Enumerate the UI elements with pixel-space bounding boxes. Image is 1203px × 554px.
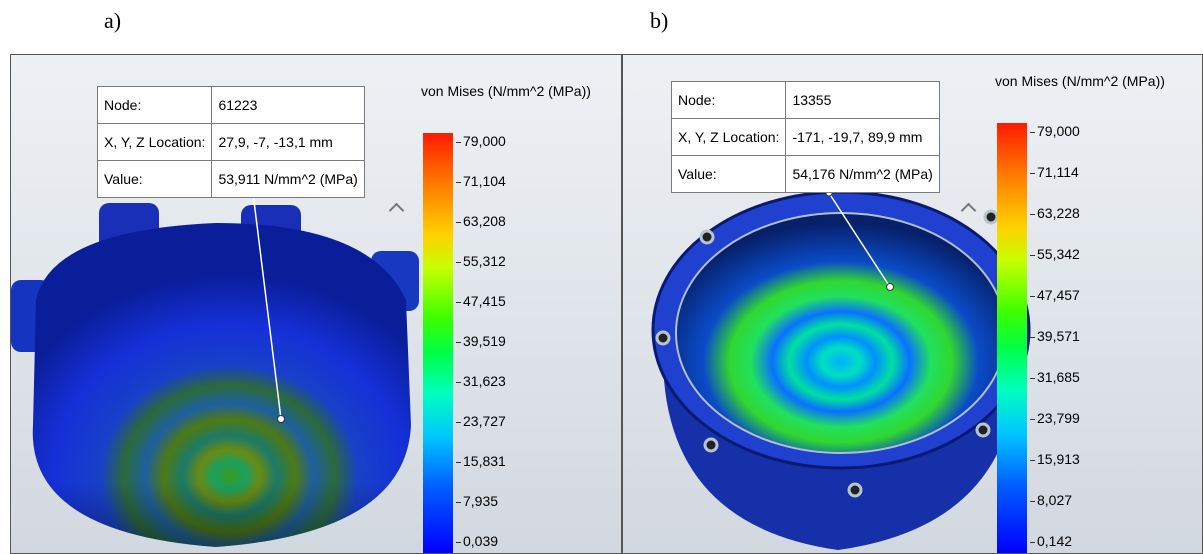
color-scale-tick-label: 47,457 [1030,287,1080,303]
color-scale-tick-label: 15,913 [1030,451,1080,467]
stress-plot-model-b [651,189,1031,550]
node-value: 61223 [211,86,365,124]
color-scale-tick-label: 23,799 [1030,410,1080,426]
probe-row-node: Node: 61223 [96,86,365,124]
color-scale-tick-label: 8,027 [1029,492,1073,508]
panel-a: Node: 61223 X, Y, Z Location: 27,9, -7, … [10,54,622,554]
color-scale-tick-label: 55,312 [456,253,506,269]
panel-b: Node: 13355 X, Y, Z Location: -171, -19,… [622,54,1203,554]
color-scale-tick-label: 63,228 [1030,205,1080,221]
color-scale-tick-label: 79,000 [456,133,506,149]
value-label: Value: [670,155,787,193]
location-label: X, Y, Z Location: [670,118,787,156]
color-scale-tick-label: 0,039 [455,533,499,549]
color-scale-tick-label: 63,208 [456,213,506,229]
location-value: 27,9, -7, -13,1 mm [211,123,365,161]
panel-a-label: a) [104,8,122,33]
color-scale-bar-b [997,123,1027,553]
color-scale-tick-label: 7,935 [455,493,499,509]
node-value: 13355 [785,81,940,119]
color-scale-title-b: von Mises (N/mm^2 (MPa)) [995,73,1165,89]
color-scale-tick-label: 71,104 [456,173,506,189]
color-scale-tick-label: 79,000 [1030,123,1080,139]
color-scale-tick-label: 39,519 [456,333,506,349]
probe-row-node: Node: 13355 [670,81,940,119]
stress-plot-model-a [11,189,419,547]
color-scale-tick-label: 31,623 [456,373,506,389]
probe-result-table-b: Node: 13355 X, Y, Z Location: -171, -19,… [670,81,940,193]
location-label: X, Y, Z Location: [96,123,213,161]
location-value: -171, -19,7, 89,9 mm [785,118,940,156]
panel-b-label: b) [650,8,669,33]
color-scale-title-a: von Mises (N/mm^2 (MPa)) [421,83,591,99]
color-scale-bar-a [423,133,453,553]
value-value: 54,176 N/mm^2 (MPa) [785,155,940,193]
color-scale-tick-label: 47,415 [456,293,506,309]
node-label: Node: [96,86,213,124]
probe-row-location: X, Y, Z Location: 27,9, -7, -13,1 mm [96,123,365,161]
color-scale-tick-label: 71,114 [1030,164,1079,180]
color-scale-tick-label: 23,727 [456,413,506,429]
color-scale-tick-label: 15,831 [456,453,506,469]
probe-row-value: Value: 54,176 N/mm^2 (MPa) [670,155,940,193]
color-scale-tick-label: 31,685 [1030,369,1080,385]
value-label: Value: [96,160,213,198]
color-scale-tick-label: 0,142 [1029,533,1073,549]
color-scale-tick-label: 55,342 [1030,246,1080,262]
node-label: Node: [670,81,787,119]
probe-result-table-a: Node: 61223 X, Y, Z Location: 27,9, -7, … [96,86,365,198]
probe-row-location: X, Y, Z Location: -171, -19,7, 89,9 mm [670,118,940,156]
value-value: 53,911 N/mm^2 (MPa) [211,160,365,198]
color-scale-tick-label: 39,571 [1030,328,1080,344]
probe-row-value: Value: 53,911 N/mm^2 (MPa) [96,160,365,198]
